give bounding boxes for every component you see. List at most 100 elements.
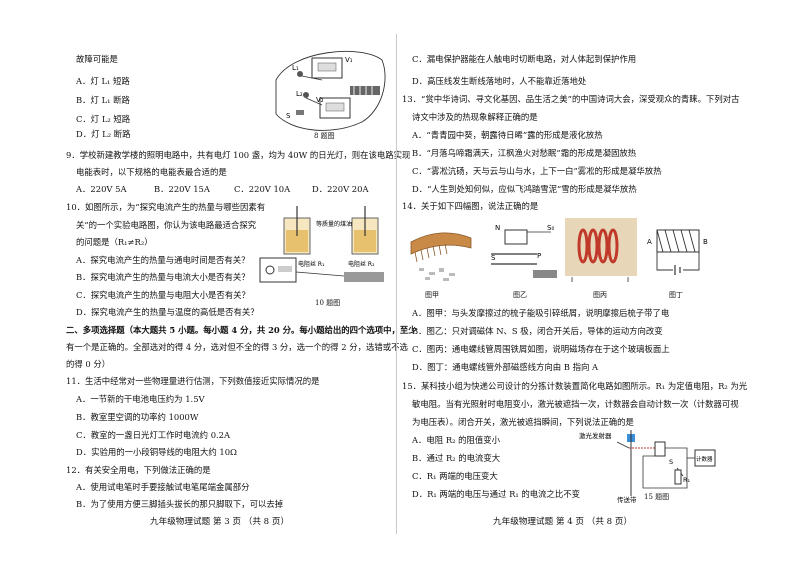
fig14-label-b: B xyxy=(703,238,708,246)
q14-option-b: B．图乙：只对调磁体 N、S 极，闭合开关后，导体的运动方向改变 xyxy=(412,326,663,336)
resistor-r1-icon xyxy=(674,469,682,485)
q10-option-b: B．探究电流产生的热量与电流大小是否有关？ xyxy=(76,272,250,282)
q12-option-d: D．高压线发生断线落地时，人不能靠近落地处 xyxy=(412,76,587,86)
q8-option-a: A．灯 L₁ 短路 xyxy=(76,76,130,86)
q15-option-b: B．通过 R₂ 的电流变大 xyxy=(412,453,501,463)
q13-stem-line1: 13．“赏中华诗词、寻文化基因、品生活之美”的中国诗词大会，深受观众的青睐。下列… xyxy=(402,94,740,104)
iron-filings-board-icon xyxy=(565,218,637,276)
rheostat-icon xyxy=(344,272,384,282)
q8-figure-caption: 8 题图 xyxy=(314,132,335,140)
page-divider xyxy=(396,34,397,534)
section2-line1: 二、多项选择题（本大题共 5 小题。每小题 4 分，共 20 分。每小题给出的四… xyxy=(66,325,417,335)
q14-option-d: D．图丁：通电螺线管外部磁感线方向由 B 指向 A xyxy=(412,362,599,372)
q13-option-b: B．“月落乌啼霜满天，江枫渔火对愁眠”霜的形成是凝固放热 xyxy=(412,148,637,158)
q9-stem-line1: 9．学校新建教学楼的照明电路中，共有电灯 100 盏，均为 40W 的日光灯，则… xyxy=(66,150,411,160)
q10-option-c: C．探究电流产生的热量与电阻大小是否有关？ xyxy=(76,290,250,300)
fig14-label-i-left: I xyxy=(571,276,573,284)
q12-stem: 12．有关安全用电，下列做法正确的是 xyxy=(66,465,211,475)
q15-figure-caption: 15 题图 xyxy=(644,493,670,501)
q14-stem: 14．关于如下四幅图，说法正确的是 xyxy=(402,201,539,211)
q12-option-b: B．为了使用方便三脚插头拔长的那只脚取下，可以去掉 xyxy=(76,499,284,509)
q15-option-a: A．电阻 R₂ 的阻值变小 xyxy=(412,435,501,445)
q13-option-c: C．“雾凇沆砀，天与云与山与水，上下一白”雾凇的形成是凝华放热 xyxy=(412,166,662,176)
q11-option-a: A．一节新的干电池电压约为 1.5V xyxy=(76,394,205,404)
q15-stem-line1: 15．某科技小组为快递公司设计的分拣计数装置简化电路如图所示。R₁ 为定值电阻，… xyxy=(402,381,748,391)
right-page-footer: 九年级物理试题 第 4 页 （共 8 页） xyxy=(493,517,633,527)
q10-stem-line3: 的问题是（R₁≠R₂） xyxy=(76,237,153,247)
lamp-l1-icon xyxy=(297,71,303,77)
q10-option-d: D．探究电流产生的热量与温度的高低是否有关？ xyxy=(76,307,259,317)
q13-option-d: D．“人生到处知何似，应似飞鸿踏雪泥”雪的形成是凝华放热 xyxy=(412,184,637,194)
q14-figure-jia xyxy=(410,232,472,281)
fig15-label-belt: 传送带 xyxy=(617,495,637,504)
fig15-label-counter: 计数器 xyxy=(696,455,713,463)
q12-option-c: C．漏电保护器能在人触电时切断电路，对人体起到保护作用 xyxy=(412,54,637,64)
q15-circuit-figure: 激光发射器 传送带 S R₁ 计数器 xyxy=(579,430,716,504)
fig10-label-oil: 等质量的煤油 xyxy=(316,220,352,228)
q9-option-d: D．220V 20A xyxy=(312,184,369,194)
q11-stem: 11．生活中经常对一些物理量进行估测，下列数值接近实际情况的是 xyxy=(66,376,320,386)
q8-stem-tail: 故障可能是 xyxy=(76,54,118,64)
q8-circuit-figure: V₁ L₁ L₂ V₂ S xyxy=(275,50,386,131)
q15-option-c: C．R₁ 两端的电压变大 xyxy=(412,471,498,481)
fig15-label-s: S xyxy=(669,458,673,466)
left-page-footer: 九年级物理试题 第 3 页 （共 8 页） xyxy=(150,517,290,527)
q9-option-b: B．220V 15A xyxy=(154,184,210,194)
q9-stem-line2: 电能表时，以下规格的电能表最合适的是 xyxy=(76,167,227,177)
q11-option-b: B．教室里空调的功率约 1000W xyxy=(76,412,199,422)
q10-stem-line2: 关”的一个实验电路图，你认为该电路最适合探究 xyxy=(76,220,257,230)
fig10-label-r1: 电阻丝 R₁ xyxy=(298,260,325,268)
photoresistor-icon xyxy=(654,441,666,457)
q8-option-b: B．灯 L₁ 断路 xyxy=(76,95,130,105)
q14-figure-yi: N S S₀ P xyxy=(491,224,557,278)
left-page: 故障可能是 A．灯 L₁ 短路 B．灯 L₁ 断路 C．灯 L₂ 短路 D．灯 … xyxy=(66,50,417,527)
q8-option-c: C．灯 L₂ 短路 xyxy=(76,114,131,124)
fig8-label-v1: V₁ xyxy=(345,56,353,64)
q11-option-c: C．教室的一盏日光灯工作时电流约 0.2A xyxy=(76,430,231,440)
lamp-l2-icon xyxy=(303,92,309,98)
q10-heating-figure: 等质量的煤油 电阻丝 R₁ 电阻丝 R₂ xyxy=(259,206,384,283)
q9-option-a: A．220V 5A xyxy=(76,184,127,194)
q15-stem-line2: 敏电阻。当有光照射时电阻变小，激光被遮挡一次，计数器会自动计数一次（计数器可视 xyxy=(412,399,739,409)
section2-line3: 的得 0 分） xyxy=(66,359,111,369)
fig8-label-s: S xyxy=(286,112,291,120)
section2-line2: 有一个是正确的。全部选对的得 4 分，选对但不全的得 3 分，选一个的得 2 分… xyxy=(66,342,408,352)
q15-stem-line3: 为电压表）。闭合开关，激光被遮挡瞬间，下列说法正确的是 xyxy=(412,417,634,427)
q11-option-d: D．实验用的一小段铜导线的电阻大约 10Ω xyxy=(76,447,237,457)
switch-icon xyxy=(296,110,304,115)
fig14-label-s: S xyxy=(491,254,496,262)
q14-caption-bing: 图丙 xyxy=(593,291,607,299)
q10-option-a: A．探究电流产生的热量与通电时间是否有关？ xyxy=(76,255,250,265)
q14-option-c: C．图丙：通电螺线管周围铁屑如图，说明磁场存在于这个玻璃板面上 xyxy=(412,344,670,354)
q13-option-a: A．“青青园中葵，朝露待日晞”露的形成是液化放热 xyxy=(412,130,603,140)
q15-option-d: D．R₁ 两端的电压与通过 R₁ 的电流之比不变 xyxy=(412,489,581,499)
fig14-label-n: N xyxy=(495,224,500,232)
counter-icon xyxy=(694,449,716,467)
fig8-label-v2: V₂ xyxy=(316,96,324,104)
fig10-label-r2: 电阻丝 R₂ xyxy=(348,260,375,268)
fig14-label-p: P xyxy=(537,252,541,260)
q8-option-d: D．灯 L₂ 断路 xyxy=(76,129,131,139)
q14-caption-jia: 图甲 xyxy=(425,291,439,299)
q10-stem-line1: 10．如图所示，为“探究电流产生的热量与哪些因素有 xyxy=(66,202,266,212)
right-page: C．漏电保护器能在人触电时切断电路，对人体起到保护作用 D．高压线发生断线落地时… xyxy=(397,0,794,561)
fig8-label-l1: L₁ xyxy=(292,64,299,72)
battery-icon xyxy=(350,86,380,95)
fig15-label-r1: R₁ xyxy=(683,476,691,484)
q9-option-c: C．220V 10A xyxy=(234,184,291,194)
solenoid-coil-icon xyxy=(577,228,619,264)
fig14-label-i-right: I xyxy=(627,276,629,284)
fig15-label-laser: 激光发射器 xyxy=(579,431,612,440)
solenoid-icon xyxy=(656,229,700,253)
fig8-label-l2: L₂ xyxy=(296,90,303,98)
q14-figure-bing: I I xyxy=(565,218,637,284)
q12-option-a: A．使用试电笔时手要接触试电笔尾端金属部分 xyxy=(76,482,250,492)
q14-caption-ding: 图丁 xyxy=(669,291,683,299)
q10-figure-caption: 10 题图 xyxy=(315,299,341,307)
fig14-label-s0: S₀ xyxy=(547,224,554,232)
q14-option-a: A．图甲：与头发摩擦过的梳子能吸引碎纸屑，说明摩擦后梳子带了电 xyxy=(412,308,670,318)
magnet-icon xyxy=(504,229,528,245)
comb-icon xyxy=(410,232,472,255)
battery-icon xyxy=(533,270,557,278)
q13-stem-line2: 诗文中涉及的热现象解释正确的是 xyxy=(412,112,538,122)
